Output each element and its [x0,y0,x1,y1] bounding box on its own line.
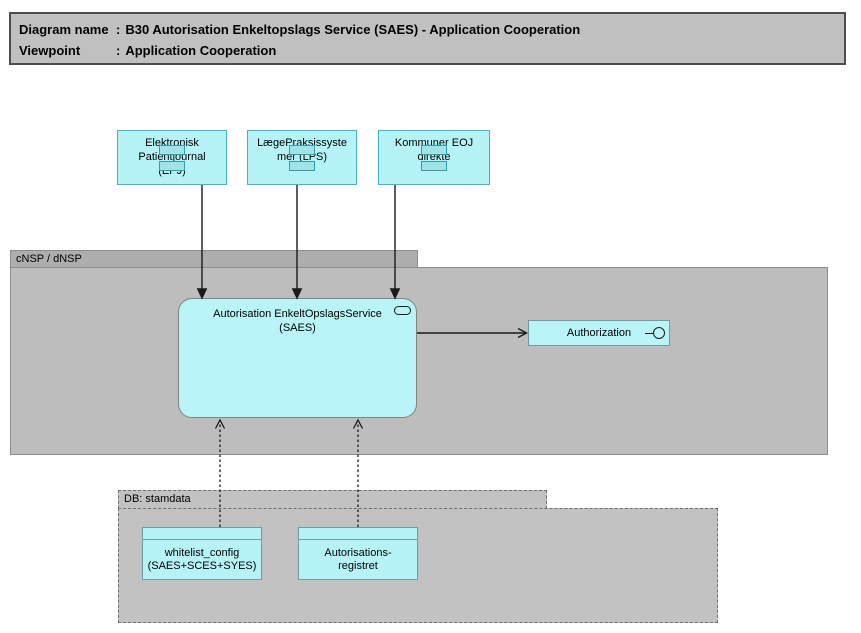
component-epj-label: Elektronisk Patientjournal (EPJ) [138,137,206,177]
data-object-whitelist-config-label: whitelist_config (SAES+SCES+SYES) [147,546,257,573]
diagram-name-value: B30 Autorisation Enkeltopslags Service (… [125,22,581,37]
group-db-stamdata-label: DB: stamdata [124,493,191,505]
group-cnsp-dnsp-body[interactable] [10,267,828,455]
group-db-stamdata-tab[interactable]: DB: stamdata [118,490,547,509]
interface-authorization[interactable]: Authorization [528,320,670,346]
diagram-title-box: Diagram name: B30 Autorisation Enkeltopsl… [9,12,846,65]
data-object-band [143,528,261,540]
diagram-name-row: Diagram name: B30 Autorisation Enkeltopsl… [19,19,844,40]
component-epj[interactable]: Elektronisk Patientjournal (EPJ) [117,130,227,185]
interface-authorization-label: Authorization [566,327,632,339]
separator: : [116,22,121,37]
viewpoint-row: Viewpoint: Application Cooperation [19,40,844,61]
service-saes-label: Autorisation EnkeltOpslagsService (SAES) [213,308,382,334]
component-kommuner-eoj[interactable]: Kommuner EOJ direkte [378,130,490,185]
component-lps[interactable]: LægePraksissyste mer (LPS) [247,130,357,185]
viewpoint-label: Viewpoint [19,43,81,58]
viewpoint-value: Application Cooperation [125,43,277,58]
interface-lollipop-icon [645,327,665,339]
data-object-band [299,528,417,540]
data-object-whitelist-config[interactable]: whitelist_config (SAES+SCES+SYES) [142,527,262,580]
separator: : [116,43,121,58]
group-cnsp-dnsp-tab[interactable]: cNSP / dNSP [10,250,418,268]
service-saes[interactable]: Autorisation EnkeltOpslagsService (SAES) [178,298,417,418]
diagram-name-label: Diagram name [19,22,109,37]
group-cnsp-dnsp-label: cNSP / dNSP [16,253,82,265]
data-object-autorisationsregistret-label: Autorisations- registret [324,546,392,573]
application-service-icon [394,306,411,315]
data-object-autorisationsregistret[interactable]: Autorisations- registret [298,527,418,580]
